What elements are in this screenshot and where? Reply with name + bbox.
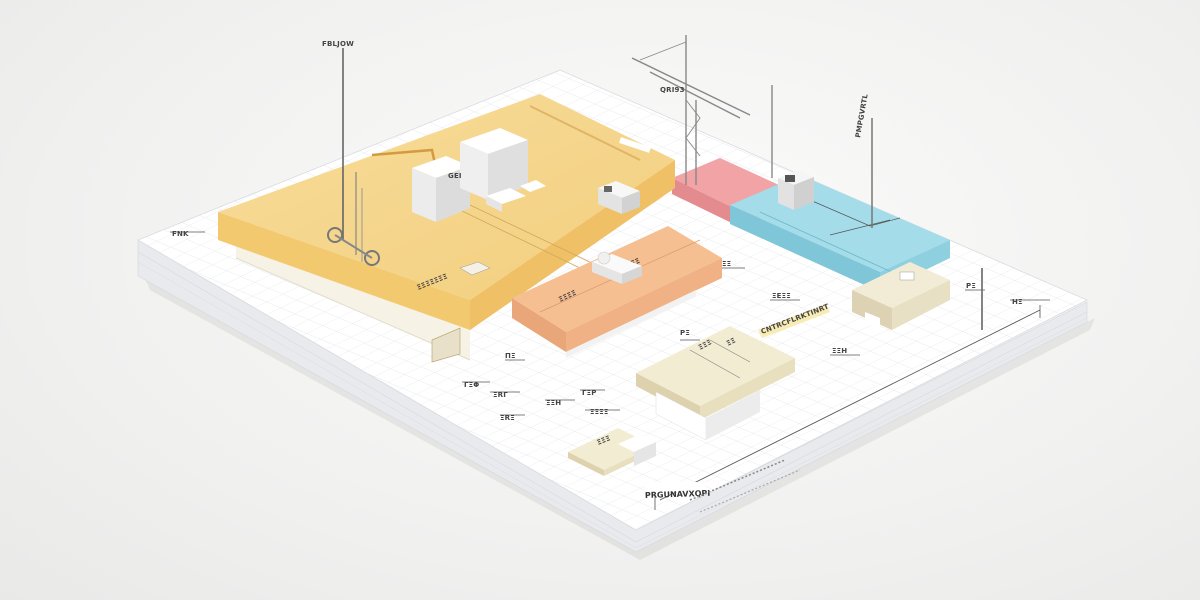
equipment-box bbox=[598, 181, 640, 214]
svg-text:ΞRΞ: ΞRΞ bbox=[500, 414, 515, 422]
svg-text:ΞΞΗ: ΞΞΗ bbox=[546, 399, 561, 407]
svg-text:ΞΕΞΞ: ΞΕΞΞ bbox=[772, 292, 791, 300]
svg-text:ΓΞΡ: ΓΞΡ bbox=[582, 389, 597, 397]
svg-text:ΓΞΦ: ΓΞΦ bbox=[464, 381, 479, 389]
cream-center-block: ΞΞΞ ΞΞ bbox=[636, 326, 795, 441]
svg-text:ΞΞ: ΞΞ bbox=[725, 336, 737, 347]
footer-title: PRGUNAVXQPI bbox=[645, 489, 711, 500]
svg-text:ΞRΓ: ΞRΓ bbox=[493, 391, 508, 399]
antenna-tower bbox=[631, 35, 773, 185]
svg-text:ΞΞΞΞ: ΞΞΞΞ bbox=[590, 408, 609, 416]
svg-text:FNK: FNK bbox=[172, 230, 189, 238]
svg-text:ΠΞ: ΠΞ bbox=[505, 352, 516, 360]
orange-box-module bbox=[592, 251, 642, 284]
svg-text:ΡΞ: ΡΞ bbox=[680, 329, 690, 337]
main-block-label: GEI bbox=[448, 172, 462, 180]
mast-label-right: PMPGVRTL bbox=[854, 93, 870, 138]
mast-label-center: QRI93 bbox=[660, 86, 685, 94]
svg-text:ΞΞ: ΞΞ bbox=[722, 260, 731, 268]
left-mast bbox=[327, 48, 380, 266]
cream-small-block: ΞΞΞ bbox=[568, 428, 656, 476]
sheet-shadow bbox=[145, 278, 1095, 560]
svg-text:ΡΞ: ΡΞ bbox=[966, 282, 976, 290]
svg-text:ΗΞ: ΗΞ bbox=[1012, 298, 1023, 306]
svg-text:ΞΞΗ: ΞΞΗ bbox=[832, 347, 847, 355]
mast-label-left: FBLJOW bbox=[322, 40, 354, 48]
cream-block-right bbox=[852, 262, 950, 330]
dimension-line bbox=[659, 309, 1041, 501]
blue-box-module bbox=[778, 170, 814, 210]
footer-title-bg bbox=[645, 482, 705, 492]
main-building-block bbox=[412, 128, 546, 222]
